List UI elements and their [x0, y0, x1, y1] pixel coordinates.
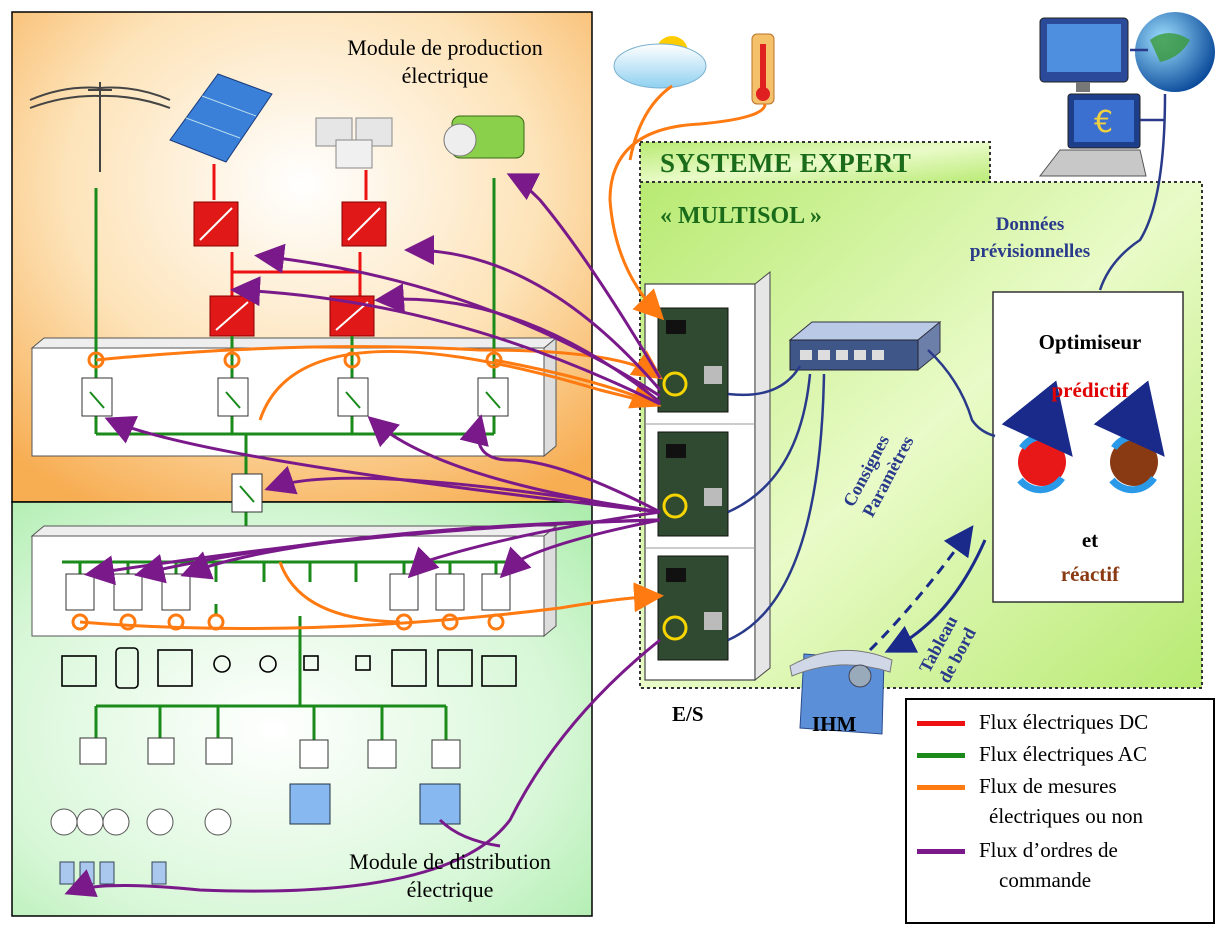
io-board-1 — [657, 307, 729, 413]
reactive-label: réactif — [1060, 562, 1120, 586]
command-flows — [64, 173, 662, 898]
io-board-2 — [657, 431, 729, 537]
thermometer-icon — [751, 33, 775, 105]
legend-item-command: Flux d’ordres de commande — [917, 836, 1207, 896]
legend-label-measure-1: Flux de mesures — [979, 774, 1117, 798]
distribution-title-line2: électrique — [406, 877, 494, 902]
light-bulbs — [50, 808, 232, 836]
expert-system-title: SYSTEME EXPERT — [660, 148, 912, 178]
legend-label-command-2: commande — [999, 868, 1092, 892]
grid-pole-icon — [29, 82, 171, 172]
legend-label-command-1: Flux d’ordres de — [979, 838, 1118, 862]
ac-production-network — [94, 178, 496, 562]
prod-switch-2 — [217, 377, 249, 417]
converter-1 — [193, 201, 239, 247]
reactive-cycle-icon — [1093, 380, 1165, 494]
predictive-cycle-icon — [1001, 380, 1073, 494]
legend-swatch-command — [917, 849, 965, 854]
legend-label-ac: Flux électriques AC — [979, 742, 1147, 766]
hmi-tablet-icon — [789, 649, 893, 735]
production-module-title: Module de production électrique — [300, 34, 590, 90]
network-links — [727, 48, 1167, 642]
lighting-circuit — [94, 704, 448, 740]
hmi-arrows — [868, 525, 987, 653]
converter-2 — [341, 201, 387, 247]
legend: Flux électriques DC Flux électriques AC … — [905, 698, 1215, 924]
forecast-data-label: Données prévisionnelles — [940, 211, 1120, 265]
production-title-line2: électrique — [401, 63, 489, 88]
legend-swatch-dc — [917, 721, 965, 726]
production-title-line1: Module de production — [347, 35, 543, 60]
legend-label-dc: Flux électriques DC — [979, 710, 1149, 734]
legend-item-ac: Flux électriques AC — [917, 740, 1207, 770]
laptop-euro-icon: € — [1038, 93, 1147, 177]
io-label: E/S — [672, 702, 704, 726]
distribution-module-title: Module de distribution électrique — [300, 848, 600, 904]
legend-swatch-measure — [917, 785, 965, 790]
forecast-line1: Données — [995, 214, 1065, 235]
generator-icon — [443, 115, 525, 159]
network-switch — [788, 320, 942, 372]
hmi-label: IHM — [812, 712, 857, 736]
svg-text:€: € — [1094, 105, 1113, 140]
io-board-3 — [657, 555, 729, 661]
optimizer-label: Optimiseur — [1038, 330, 1142, 354]
prod-switch-3 — [337, 377, 369, 417]
distribution-title-line1: Module de distribution — [349, 849, 551, 874]
light-switches — [79, 737, 233, 765]
dist-switches — [65, 573, 511, 611]
and-label: et — [1081, 528, 1099, 552]
legend-item-measure: Flux de mesures électriques ou non — [917, 772, 1207, 832]
prod-switch-4 — [477, 377, 509, 417]
legend-swatch-ac — [917, 753, 965, 758]
weather-cloud-sun-icon — [613, 36, 707, 89]
predictive-label: prédictif — [1051, 378, 1129, 402]
desktop-computer-icon — [1039, 17, 1129, 92]
prod-switch-1 — [81, 377, 113, 417]
legend-label-measure-2: électriques ou non — [989, 804, 1143, 828]
measurement-flows — [79, 84, 767, 630]
multisol-label: « MULTISOL » — [660, 203, 822, 229]
main-switch — [231, 473, 263, 513]
smart-sockets — [289, 783, 461, 825]
io-rack-side — [754, 270, 771, 682]
forecast-line2: prévisionnelles — [969, 241, 1091, 262]
appliances-row — [61, 647, 517, 689]
sockets — [299, 739, 461, 769]
solar-panel-icon — [169, 73, 273, 163]
distribution-switchboard — [31, 535, 545, 637]
converter-3 — [209, 295, 255, 337]
legend-item-dc: Flux électriques DC — [917, 708, 1207, 738]
battery-icon — [315, 117, 393, 169]
